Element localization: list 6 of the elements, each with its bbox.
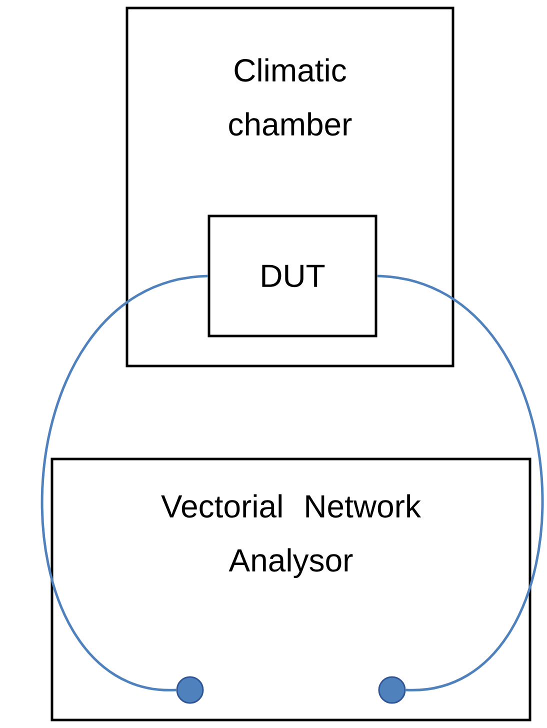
device-box: DUT xyxy=(208,214,378,338)
cable xyxy=(377,274,544,692)
connector-port xyxy=(378,676,406,704)
cable xyxy=(41,274,208,692)
analyzer-box: Vectorial Network Analysor xyxy=(50,458,532,722)
connector-port xyxy=(176,676,204,704)
